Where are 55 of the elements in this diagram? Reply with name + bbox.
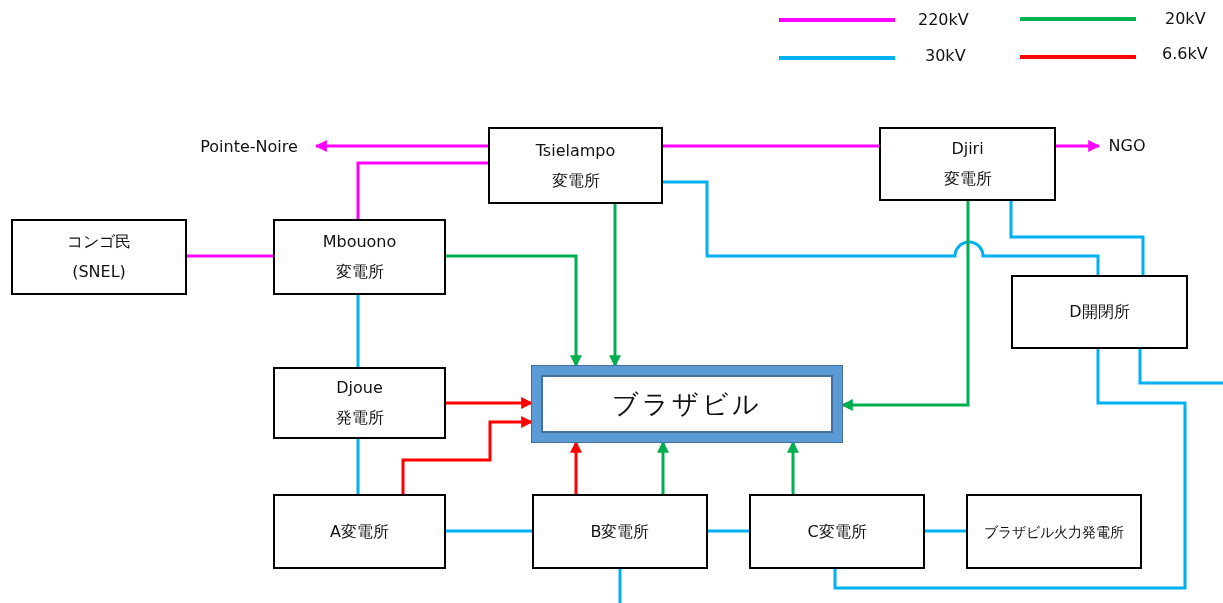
power-line <box>1009 201 1145 275</box>
legend-label: 6.6kV <box>1162 44 1208 63</box>
arrow <box>840 201 970 411</box>
arrow <box>570 440 582 494</box>
arrow <box>446 254 582 368</box>
station-box <box>532 494 708 569</box>
station-box <box>11 219 187 295</box>
box-text: ブラザビル <box>612 387 762 421</box>
power-line <box>356 439 360 494</box>
legend-label: 220kV <box>918 10 969 29</box>
power-line <box>1138 349 1223 385</box>
box-text: 発電所 <box>335 407 384 429</box>
box-text: Djiri <box>951 138 984 160</box>
place-label: NGO <box>1099 133 1155 157</box>
power-line <box>356 161 488 219</box>
arrow <box>657 440 669 494</box>
arrow <box>401 416 534 494</box>
power-line <box>187 254 273 258</box>
box-text: ブラザビル火力発電所 <box>984 522 1124 542</box>
power-line <box>833 349 1187 590</box>
station-box <box>749 494 925 569</box>
box-text: Djoue <box>336 377 383 399</box>
station-box <box>273 219 446 295</box>
station-box <box>879 127 1056 201</box>
station-box <box>966 494 1142 569</box>
power-line <box>446 529 532 533</box>
box-text: コンゴ民 <box>67 231 131 253</box>
box-text: D開閉所 <box>1069 301 1130 323</box>
power-line <box>618 569 622 603</box>
arrow <box>609 204 621 368</box>
power-line <box>663 144 879 148</box>
station-box <box>273 367 446 439</box>
box-text: A変電所 <box>330 520 389 543</box>
arrow <box>314 140 488 152</box>
arrow <box>787 440 799 494</box>
arrow <box>446 397 534 409</box>
arrow <box>1056 140 1101 152</box>
power-line <box>925 529 966 533</box>
place-label: Pointe-Noire <box>182 134 316 158</box>
power-line <box>708 529 749 533</box>
station-box <box>488 127 663 204</box>
box-text: Tsielampo <box>535 139 616 162</box>
box-text: Mbouono <box>322 231 397 253</box>
box-text: C変電所 <box>807 520 867 543</box>
box-text: (SNEL) <box>72 261 126 283</box>
station-box <box>1011 275 1188 349</box>
city-box <box>532 366 842 442</box>
box-text: 変電所 <box>943 168 992 190</box>
legend-label: 20kV <box>1165 9 1206 28</box>
box-text: B変電所 <box>590 520 650 543</box>
station-box <box>273 494 446 569</box>
box-text: 変電所 <box>335 261 384 283</box>
box-text: 変電所 <box>551 169 600 192</box>
legend-label: 30kV <box>925 46 966 65</box>
power-line <box>356 295 360 367</box>
